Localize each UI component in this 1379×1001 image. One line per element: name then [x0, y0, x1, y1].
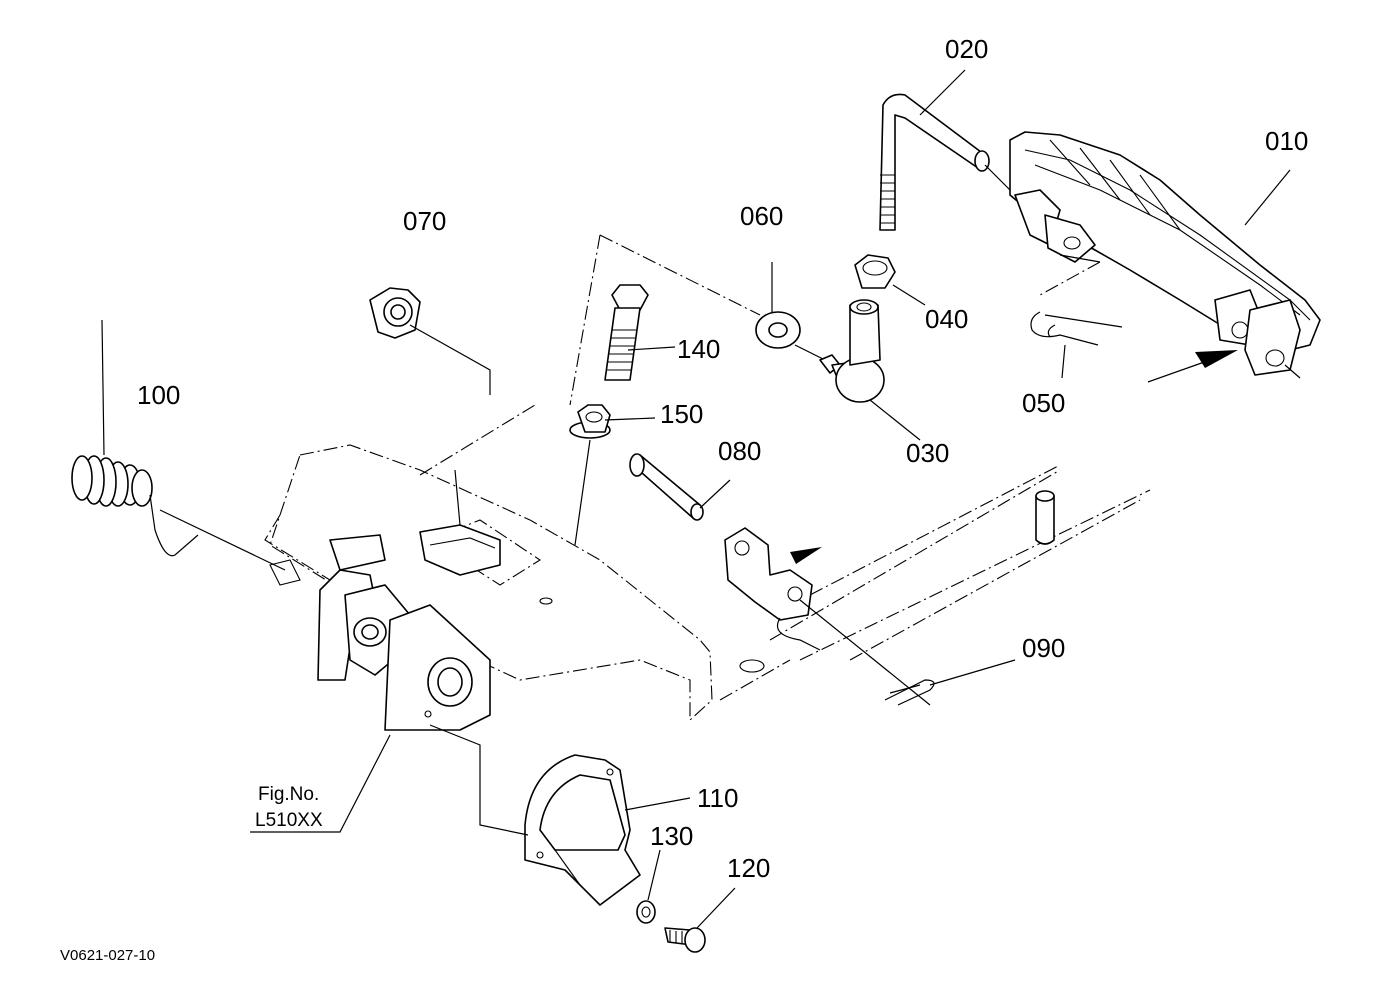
direction-arrow [790, 547, 822, 564]
flange-nut-150 [569, 404, 656, 546]
figure-ref-leader [250, 734, 391, 833]
hex-nut-040 [854, 254, 926, 306]
direction-arrow [1147, 350, 1238, 383]
label-010: 010 [1265, 126, 1308, 156]
ball-joint-030 [819, 299, 921, 441]
label-040: 040 [925, 304, 968, 334]
bolt-140 [604, 284, 676, 381]
label-100: 100 [137, 380, 180, 410]
figure-ref-line2: L510XX [255, 810, 323, 831]
label-140: 140 [677, 334, 720, 364]
label-070: 070 [403, 206, 446, 236]
torsion-spring-100 [71, 319, 286, 571]
link-bracket [724, 527, 821, 651]
rod-020 [879, 69, 1016, 231]
label-060: 060 [740, 201, 783, 231]
pin-080 [629, 453, 731, 521]
spring-clip-050 [1030, 311, 1123, 379]
cotter-pin-090 [799, 599, 1016, 706]
label-150: 150 [660, 399, 703, 429]
figure-ref-line1: Fig.No. [258, 784, 319, 805]
pedal-010 [1009, 131, 1321, 379]
label-110: 110 [697, 783, 738, 813]
frame-plate [264, 234, 1151, 722]
label-080: 080 [718, 436, 761, 466]
label-030: 030 [906, 438, 949, 468]
label-090: 090 [1022, 633, 1065, 663]
label-130: 130 [650, 821, 693, 851]
washer-130 [636, 849, 661, 924]
cover-110 [429, 724, 691, 906]
bolt-120 [664, 887, 736, 953]
flange-bushing-070 [369, 287, 491, 526]
label-020: 020 [945, 34, 988, 64]
washer-060 [755, 262, 826, 361]
label-120: 120 [727, 853, 770, 883]
label-050: 050 [1022, 388, 1065, 418]
pedal-bracket [269, 524, 501, 731]
drawing-code: V0621-027-10 [60, 947, 155, 964]
